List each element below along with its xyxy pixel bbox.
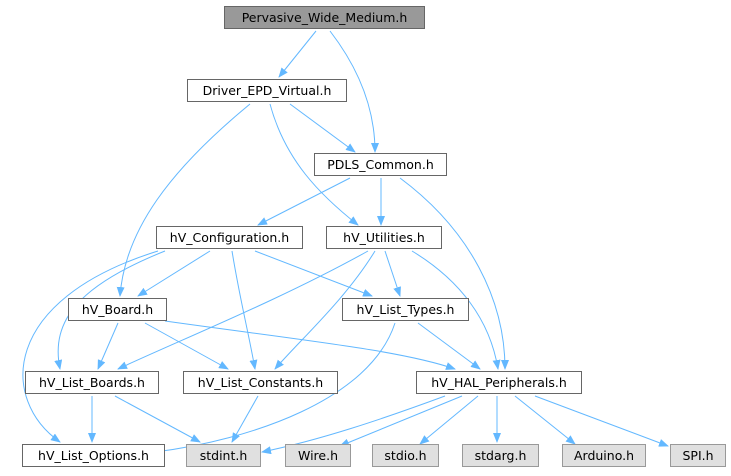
edge-utilities-to-constants bbox=[274, 250, 376, 370]
node-hv-configuration[interactable]: hV_Configuration.h bbox=[156, 226, 303, 249]
edge-hal-to-stdint bbox=[261, 395, 446, 455]
node-hv-list-boards[interactable]: hV_List_Boards.h bbox=[25, 371, 159, 394]
node-stdio: stdio.h bbox=[372, 444, 439, 467]
edge-pdls-to-hal bbox=[399, 177, 509, 370]
edge-pervasive-to-pdls bbox=[329, 30, 379, 153]
edge-board-to-boards bbox=[97, 322, 119, 370]
edge-config-to-board bbox=[137, 250, 211, 297]
edge-pdls-to-configuration bbox=[257, 177, 351, 226]
edge-hal-to-wire bbox=[339, 395, 463, 447]
node-spi: SPI.h bbox=[670, 444, 726, 467]
node-stdint: stdint.h bbox=[186, 444, 261, 467]
edge-utilities-to-boards bbox=[117, 250, 369, 370]
edge-utilities-to-hal bbox=[411, 250, 501, 370]
node-hv-utilities[interactable]: hV_Utilities.h bbox=[326, 226, 442, 249]
edge-hal-to-stdio bbox=[419, 395, 479, 445]
edge-constants-to-stdint bbox=[231, 395, 259, 443]
edge-driver-to-pdls bbox=[289, 103, 356, 153]
edge-hal-to-arduino bbox=[514, 395, 576, 445]
node-arduino: Arduino.h bbox=[562, 444, 646, 467]
edge-config-to-constants bbox=[231, 250, 258, 370]
node-stdarg: stdarg.h bbox=[462, 444, 539, 467]
node-driver-epd-virtual[interactable]: Driver_EPD_Virtual.h bbox=[187, 79, 347, 102]
node-wire: Wire.h bbox=[285, 444, 351, 467]
edge-board-to-constants bbox=[144, 322, 229, 370]
node-hv-list-types[interactable]: hV_List_Types.h bbox=[342, 298, 469, 321]
node-hv-list-options[interactable]: hV_List_Options.h bbox=[22, 444, 165, 467]
node-hv-list-constants[interactable]: hV_List_Constants.h bbox=[183, 371, 338, 394]
edge-hal-to-spi bbox=[534, 395, 669, 447]
edge-board-to-hal bbox=[164, 320, 456, 370]
node-pervasive-wide-medium[interactable]: Pervasive_Wide_Medium.h bbox=[224, 6, 425, 29]
edge-config-to-types bbox=[254, 250, 373, 297]
edge-types-to-hal bbox=[417, 322, 481, 370]
node-hv-hal-peripherals[interactable]: hV_HAL_Peripherals.h bbox=[416, 371, 582, 394]
edge-driver-to-utilities bbox=[269, 103, 359, 226]
edge-pervasive-to-driver bbox=[278, 30, 317, 78]
edge-boards-to-stdint bbox=[114, 395, 201, 443]
edge-driver-to-board bbox=[116, 103, 251, 297]
edge-utilities-to-types bbox=[384, 250, 401, 297]
node-pdls-common[interactable]: PDLS_Common.h bbox=[314, 153, 447, 176]
node-hv-board[interactable]: hV_Board.h bbox=[68, 298, 167, 321]
edge-config-to-options bbox=[22, 250, 159, 443]
